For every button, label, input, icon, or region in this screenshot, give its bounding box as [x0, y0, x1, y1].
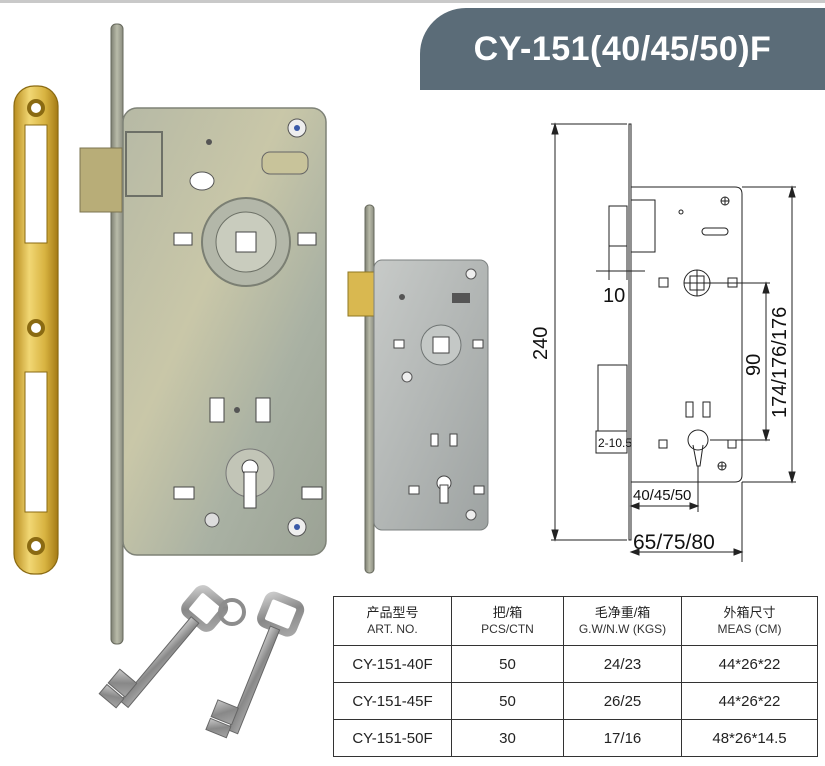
cell-art-no: CY-151-45F — [333, 682, 452, 720]
table-row: CY-151-50F 30 17/16 48*26*14.5 — [333, 719, 818, 757]
top-rule — [0, 0, 825, 3]
dim-cylinder-offset: 2-10.5 — [598, 436, 632, 450]
header-art-no: 产品型号 ART. NO. — [333, 596, 452, 646]
product-title: CY-151(40/45/50)F — [473, 29, 772, 68]
cell-meas: 44*26*22 — [681, 645, 818, 683]
header-cn: 毛净重/箱 — [594, 605, 651, 620]
header-weight: 毛净重/箱 G.W/N.W (KGS) — [563, 596, 682, 646]
cell-meas: 44*26*22 — [681, 682, 818, 720]
cell-art-no: CY-151-50F — [333, 719, 452, 757]
dim-total-height: 240 — [530, 327, 552, 360]
mortise-lock-large-image — [79, 23, 327, 645]
dim-backset-offset: 10 — [603, 285, 625, 307]
cell-pcs: 50 — [451, 682, 564, 720]
dim-backsets: 40/45/50 — [633, 487, 691, 504]
keys-image — [98, 585, 305, 739]
dim-faceplate-heights: 174/176/176 — [769, 307, 791, 418]
cell-weight: 17/16 — [563, 719, 682, 757]
header-en: MEAS (CM) — [717, 622, 782, 636]
mortise-lock-small-image — [347, 204, 489, 574]
strike-plate-image — [13, 85, 59, 575]
header-en: ART. NO. — [367, 622, 418, 636]
cell-weight: 24/23 — [563, 645, 682, 683]
dim-center-distance: 90 — [743, 354, 765, 376]
header-en: PCS/CTN — [481, 622, 534, 636]
dim-case-widths: 65/75/80 — [633, 531, 715, 554]
cell-meas: 48*26*14.5 — [681, 719, 818, 757]
table-header-row: 产品型号 ART. NO. 把/箱 PCS/CTN 毛净重/箱 G.W/N.W … — [333, 596, 818, 646]
header-pcs-ctn: 把/箱 PCS/CTN — [451, 596, 564, 646]
table-row: CY-151-40F 50 24/23 44*26*22 — [333, 645, 818, 683]
cell-weight: 26/25 — [563, 682, 682, 720]
header-cn: 外箱尺寸 — [723, 605, 776, 620]
cell-pcs: 50 — [451, 645, 564, 683]
table-row: CY-151-45F 50 26/25 44*26*22 — [333, 682, 818, 720]
header-en: G.W/N.W (KGS) — [578, 622, 667, 636]
cell-art-no: CY-151-40F — [333, 645, 452, 683]
technical-drawing — [551, 122, 796, 562]
header-cn: 把/箱 — [492, 605, 523, 620]
cell-pcs: 30 — [451, 719, 564, 757]
spec-table: 产品型号 ART. NO. 把/箱 PCS/CTN 毛净重/箱 G.W/N.W … — [333, 596, 818, 757]
header-meas: 外箱尺寸 MEAS (CM) — [681, 596, 818, 646]
header-cn: 产品型号 — [366, 605, 419, 620]
title-banner: CY-151(40/45/50)F — [420, 8, 825, 90]
